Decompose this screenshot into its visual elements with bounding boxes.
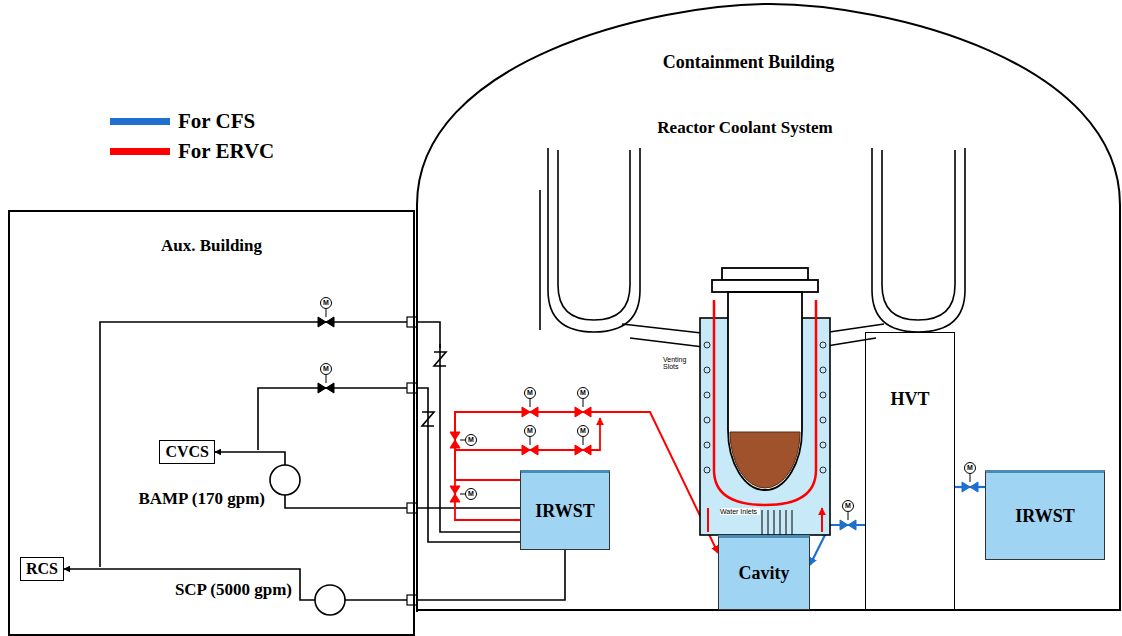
black-piping xyxy=(100,322,520,567)
node-label: Cavity xyxy=(739,563,790,584)
valve-stem xyxy=(848,512,849,520)
irwst-tank: IRWST xyxy=(985,470,1105,560)
valve-stem xyxy=(583,399,584,407)
node-label: IRWST xyxy=(535,501,594,522)
node-label: IRWST xyxy=(1015,506,1074,527)
reactor-vessel xyxy=(712,268,818,490)
system-box: RCS xyxy=(20,557,64,581)
legend: For CFS For ERVC xyxy=(110,106,274,166)
node-label: RCS xyxy=(26,560,58,578)
pump-label: BAMP (170 gpm) xyxy=(138,489,265,509)
valve-motor-label: M xyxy=(320,297,332,309)
motor-valve-symbol xyxy=(575,407,591,417)
motor-valve-symbol xyxy=(450,486,460,502)
cavity-pool: Cavity xyxy=(718,535,810,610)
motor-valve-symbol xyxy=(522,445,538,455)
valve-stem xyxy=(326,375,327,383)
valve-motor-label: M xyxy=(577,387,589,399)
node-label: Containment Building xyxy=(663,52,835,73)
motor-valve-symbol xyxy=(522,407,538,417)
valve-motor-label: M xyxy=(842,500,854,512)
legend-swatch xyxy=(110,148,170,155)
aux-building: Aux. BuildingCVCS RCS xyxy=(8,210,415,636)
valve-stem xyxy=(583,437,584,445)
legend-swatch xyxy=(110,118,170,125)
motor-valve-symbol xyxy=(450,432,460,448)
node-label: Aux. Building xyxy=(161,236,262,256)
node-label: HVT xyxy=(890,389,929,410)
containment-building: Containment BuildingIRWST Cavity HVT IRWST xyxy=(415,0,1122,612)
motor-valve-symbol xyxy=(318,317,334,327)
legend-row: For ERVC xyxy=(110,136,274,166)
motor-valve-symbol xyxy=(840,520,856,530)
motor-valve-symbol xyxy=(962,482,978,492)
holdup-volume-tank: HVT xyxy=(865,332,955,610)
part-note: Water Inlets xyxy=(720,508,760,515)
containment-wall xyxy=(417,4,1120,612)
motor-valve-symbol xyxy=(318,383,334,393)
valve-stem xyxy=(970,474,971,482)
valve-motor-label: M xyxy=(465,488,477,500)
valve-motor-label: M xyxy=(465,434,477,446)
valve-stem xyxy=(326,309,327,317)
system-title: Reactor Coolant System xyxy=(657,118,832,138)
valve-stem xyxy=(530,399,531,407)
pump-label: SCP (5000 gpm) xyxy=(175,580,292,600)
valve-motor-label: M xyxy=(524,425,536,437)
penetrations xyxy=(407,317,417,605)
valve-motor-label: M xyxy=(964,462,976,474)
system-box: CVCS xyxy=(159,440,215,464)
valve-motor-label: M xyxy=(524,387,536,399)
irwst-tank: IRWST xyxy=(520,470,610,550)
legend-text: For CFS xyxy=(178,109,255,134)
valve-motor-label: M xyxy=(577,425,589,437)
motor-valve-symbol xyxy=(575,445,591,455)
part-note: Venting Slots xyxy=(663,356,699,371)
legend-row: For CFS xyxy=(110,106,274,136)
legend-text: For ERVC xyxy=(178,139,274,164)
node-label: CVCS xyxy=(165,443,209,461)
valve-motor-label: M xyxy=(320,363,332,375)
valve-stem xyxy=(530,437,531,445)
pipe-connector xyxy=(64,550,565,600)
